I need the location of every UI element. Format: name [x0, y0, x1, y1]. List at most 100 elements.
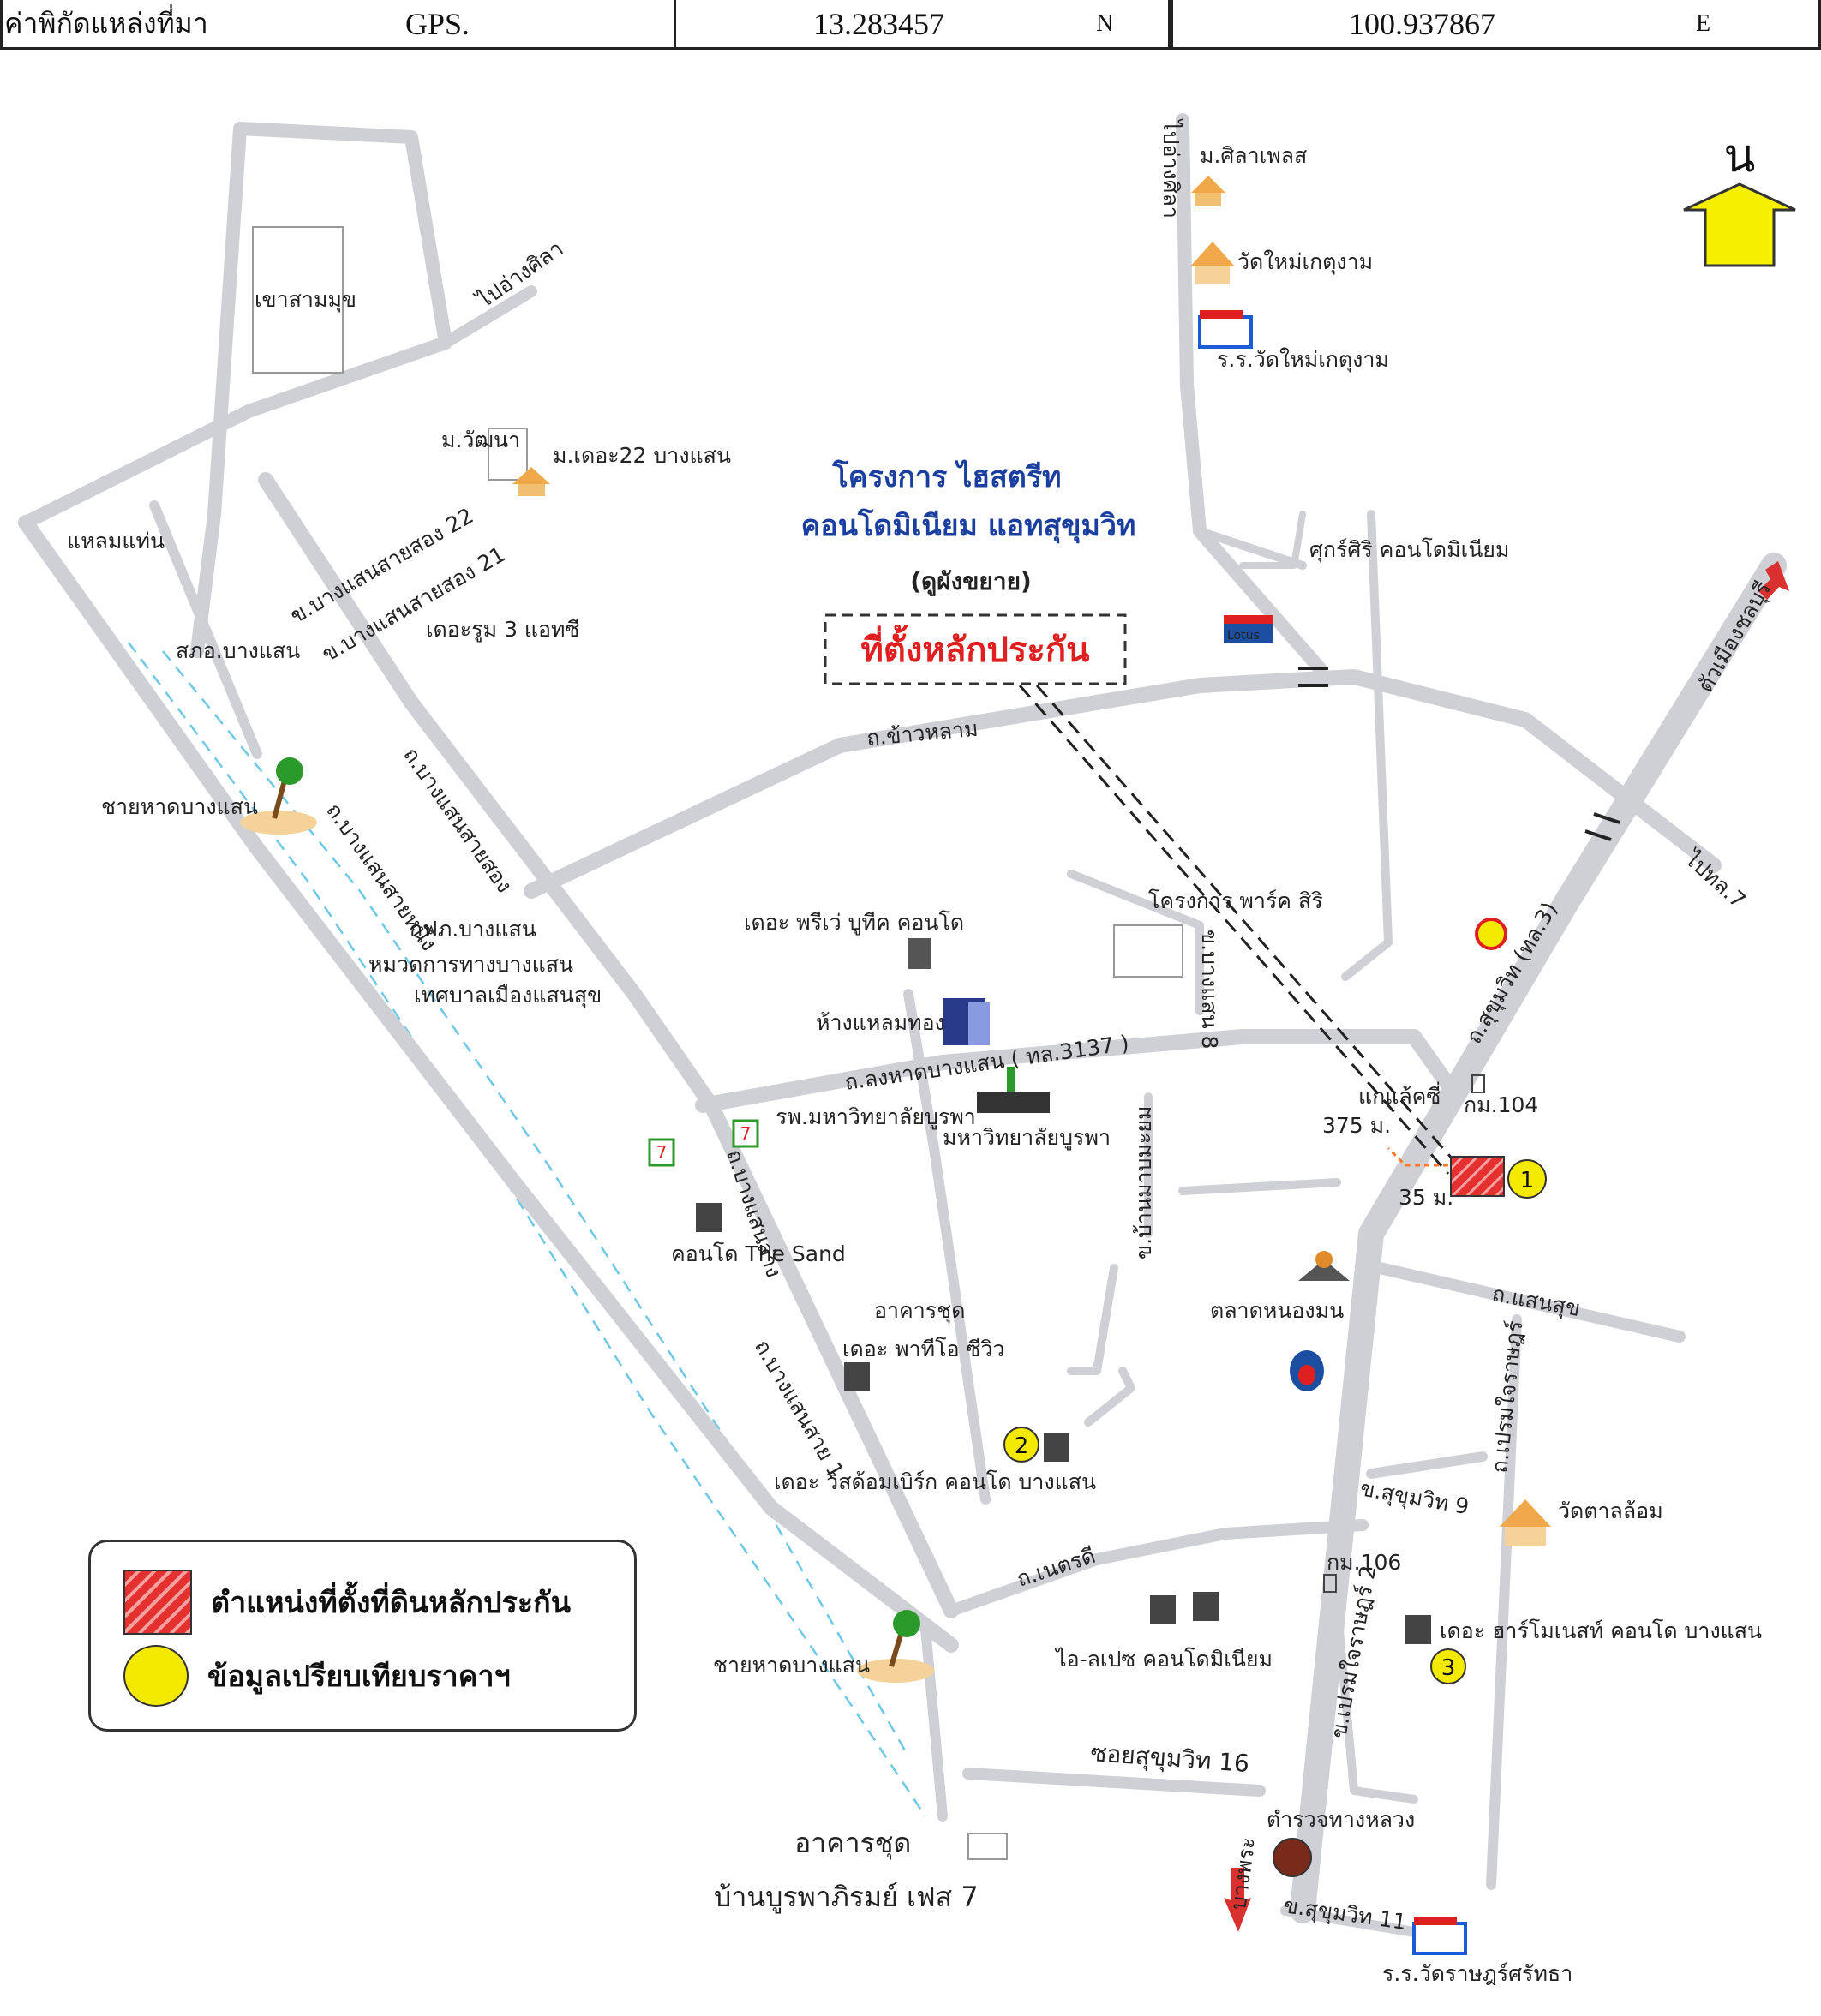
label-highway-unit: หมวดการทางบางแสน — [368, 952, 573, 977]
location-map: น โครงการ ไฮสตรีท คอนโดมิเนียม แอทสุขุมว… — [18, 113, 1796, 1986]
label-sukrisiri: ศุกร์ศิริ คอนโดมิเนียม — [1309, 537, 1509, 563]
label-mo-sila-place: ม.ศิลาเพลส — [1200, 143, 1307, 168]
to-bangphra-arrow — [1224, 1868, 1251, 1932]
label-rd-saensuk: ถ.แสนสุข — [1490, 1281, 1583, 1322]
label-theroom: เดอะรูม 3 แอทซี — [426, 617, 580, 643]
condo-icon-4 — [1150, 1592, 1219, 1624]
temple-icon — [1191, 242, 1234, 284]
legend-comparison-label: ข้อมูลเปรียบเทียบราคาฯ — [207, 1660, 511, 1694]
label-mo-watthana: ม.วัฒนา — [441, 428, 520, 452]
svg-text:7: 7 — [740, 1123, 752, 1144]
label-km106: กม.106 — [1327, 1550, 1401, 1575]
seven-eleven-icon: 7 — [648, 1138, 675, 1167]
comparison-swatch — [123, 1645, 189, 1707]
label-private-boutique: เดอะ พรีเว่ บูทีค คอนโด — [744, 910, 964, 936]
label-cond-sand: คอนโด The Sand — [671, 1241, 846, 1266]
marker-2-label: 2 — [1015, 1433, 1029, 1459]
temple-icon-2 — [1500, 1499, 1551, 1546]
header-left-cell: ค่าพิกัดแหล่งที่มา GPS. — [0, 0, 677, 50]
label-dist35: 35 ม. — [1399, 1185, 1453, 1210]
map-legend: ตำแหน่งที่ตั้งที่ดินหลักประกัน ข้อมูลเปร… — [88, 1540, 637, 1732]
label-buu-hospital: รพ.มหาวิทยาลัยบูรพา — [776, 1104, 976, 1130]
label-beach1: ชายหาดบางแสน — [101, 794, 258, 819]
label-to-chonburi: ตัวเมืองชลบุรี — [1692, 577, 1776, 697]
school-icon-2 — [1412, 1917, 1467, 1955]
comparison-marker-1 — [1507, 1159, 1547, 1199]
label-rd-khao-lam: ถ.ข้าวหลาม — [866, 716, 979, 751]
label-kaengkhae: แกแล้คซี่ — [1358, 1081, 1441, 1109]
guide-line — [1018, 685, 1467, 1175]
lat-dir: N — [1096, 9, 1114, 37]
comparison-marker-2-group: 2 — [1003, 1427, 1039, 1463]
km-post-icon-2 — [1323, 1574, 1337, 1593]
seven-eleven-icon-2: 7 — [732, 1119, 759, 1148]
label-aakan-chut-2: อาคารชุด — [794, 1827, 911, 1860]
house-icon-2 — [512, 467, 550, 496]
label-to-hwy7: ไปทล.7 — [1679, 846, 1750, 913]
label-school-wat-rat: ร.ร.วัดราษฎร์ศรัทธา — [1382, 1961, 1572, 1986]
condo-icon-5 — [1405, 1615, 1431, 1644]
header-label: ค่าพิกัดแหล่งที่มา — [4, 8, 208, 39]
label-rd-ban-map-mamuang: ข.บ้านมาบมะยม — [1131, 1106, 1156, 1259]
label-rd-netsri: ถ.เนตรดี — [1014, 1543, 1099, 1592]
label-buu: มหาวิทยาลัยบูรพา — [943, 1125, 1111, 1151]
legend-row-collateral: ตำแหน่งที่ตั้งที่ดินหลักประกัน — [123, 1570, 571, 1635]
overpass-marks — [1298, 667, 1620, 841]
legend-row-comparison: ข้อมูลเปรียบเทียบราคาฯ — [123, 1645, 511, 1707]
label-highway-police: ตำรวจทางหลวง — [1267, 1807, 1415, 1832]
label-sakhor: สภอ.บางแสน — [176, 638, 300, 663]
palm-beach-icon-2 — [857, 1610, 934, 1683]
lon-value: 100.937867 — [1349, 6, 1495, 41]
north-arrow: น — [1683, 129, 1796, 267]
label-burapha-phase7: บ้านบูรพาภิรมย์ เฟส 7 — [714, 1881, 979, 1914]
collateral-marker-label: ที่ตั้งหลักประกัน — [861, 625, 1090, 670]
house-icon — [1191, 176, 1225, 206]
label-wat-talan: วัดตาลล้อม — [1558, 1499, 1663, 1523]
label-laemthong: ห้างแหลมทอง — [816, 1010, 945, 1035]
header-lat-cell: 13.283457 N — [674, 0, 1171, 50]
collateral-swatch — [123, 1570, 192, 1635]
label-talad-nongmon: ตลาดหนองมน — [1210, 1298, 1344, 1323]
comparison-marker-3 — [1430, 1648, 1466, 1684]
project-line2: คอนโดมิเนียม แอทสุขุมวิท — [801, 508, 1136, 544]
mall-icon — [943, 998, 990, 1045]
lon-dir: E — [1696, 9, 1711, 37]
label-the22: ม.เดอะ22 บางแสน — [553, 443, 731, 468]
road-network — [18, 113, 1787, 1941]
market-icon — [1298, 1251, 1350, 1281]
lotus-store-icon — [1224, 615, 1273, 643]
area-outlines — [252, 226, 1183, 1860]
coordinate-header: ค่าพิกัดแหล่งที่มา GPS. 13.283457 N 100.… — [0, 0, 1821, 53]
label-aakan-chut: อาคารชุด — [874, 1298, 965, 1324]
north-label: น — [1724, 129, 1756, 182]
label-soi16: ซอยสุขุมวิท 16 — [1089, 1738, 1250, 1779]
palm-beach-icon — [240, 757, 317, 835]
label-km104: กม.104 — [1464, 1092, 1538, 1117]
label-to-ang-sila-north: ไปอ่างศิลา — [1159, 118, 1183, 218]
header-source: GPS. — [405, 6, 470, 41]
label-harmonize: เดอะ ฮาร์โมเนสท์ คอนโด บางแสน — [1440, 1618, 1762, 1643]
label-park-siri: โครงการ พาร์ค สิริ — [1148, 888, 1323, 913]
label-soi-sukhumvit9: ข.สุขุมวิท 9 — [1358, 1475, 1471, 1520]
label-patio: เดอะ พาทีโอ ซีวิว — [842, 1337, 1005, 1361]
shell-icon — [1475, 918, 1507, 950]
label-laem-thaen: แหลมแท่น — [67, 529, 165, 553]
label-whisdom: เดอะ วิสด้อมเบิร์ก คอนโด บางแสน — [774, 1469, 1096, 1494]
label-lotus: Lotus — [1227, 629, 1260, 643]
label-dist375: 375 ม. — [1322, 1113, 1391, 1138]
coastline — [128, 642, 927, 1817]
comparison-marker-3-group: 3 — [1430, 1648, 1466, 1684]
school-icon — [1198, 310, 1253, 349]
ptt-icon — [1290, 1350, 1324, 1391]
to-chonburi-arrow — [1758, 561, 1789, 600]
collateral-marker-box: ที่ตั้งหลักประกัน — [824, 613, 1127, 685]
label-rd-premjairat: ถ.เปรมใจราษฎร์ — [1487, 1319, 1527, 1474]
legend-collateral-label: ตำแหน่งที่ตั้งที่ดินหลักประกัน — [211, 1586, 571, 1620]
label-kfp: กฟภ.บางแสน — [410, 917, 536, 942]
comparison-marker-2 — [1003, 1427, 1039, 1463]
header-lon-cell: 100.937867 E — [1171, 0, 1821, 50]
label-wat-mai-ketngam: วัดใหม่เกตุงาม — [1237, 249, 1373, 275]
label-khao-sam-muk: เขาสามมุข — [255, 287, 356, 313]
project-line1: โครงการ ไฮสตรีท — [831, 459, 1061, 494]
label-soi11: ข.สุขุมวิท 11 — [1282, 1893, 1408, 1935]
